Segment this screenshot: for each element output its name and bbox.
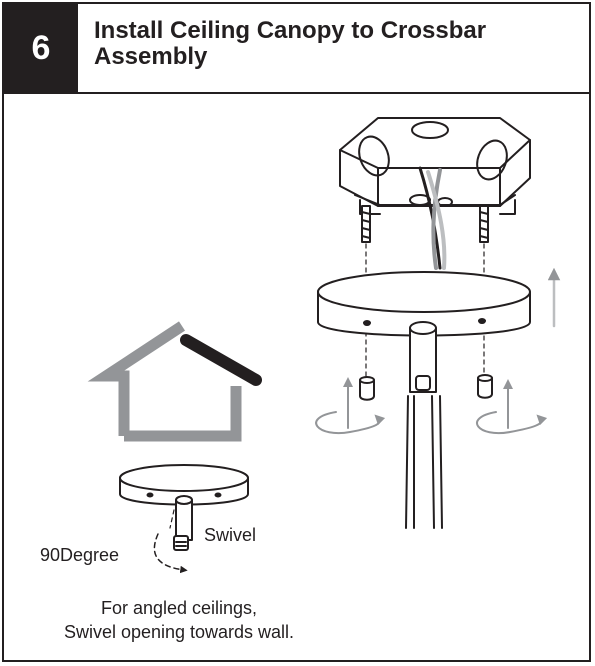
caption-line-2: Swivel opening towards wall. xyxy=(63,622,295,642)
house-icon xyxy=(87,321,262,442)
step-number: 6 xyxy=(4,4,78,92)
crossbar-tube-icon xyxy=(405,321,443,529)
caption-line-1: For angled ceilings, xyxy=(100,598,258,618)
angle-label: 90Degree xyxy=(40,545,120,565)
canopy-icon xyxy=(317,271,531,337)
rotation-arrow-icon xyxy=(315,377,548,435)
small-canopy-icon xyxy=(119,464,249,551)
mounting-screw-icon xyxy=(361,205,489,243)
junction-box-icon xyxy=(339,117,531,215)
step-title: Install Ceiling Canopy to Crossbar Assem… xyxy=(94,17,487,70)
wires-icon xyxy=(418,166,447,270)
cap-nut-icon xyxy=(359,374,493,401)
step-header: 6 Install Ceiling Canopy to Crossbar Ass… xyxy=(4,4,589,94)
swivel-label: Swivel xyxy=(204,525,257,545)
swivel-arrow-icon xyxy=(153,533,188,574)
caption: For angled ceilings, Swivel opening towa… xyxy=(14,596,344,644)
